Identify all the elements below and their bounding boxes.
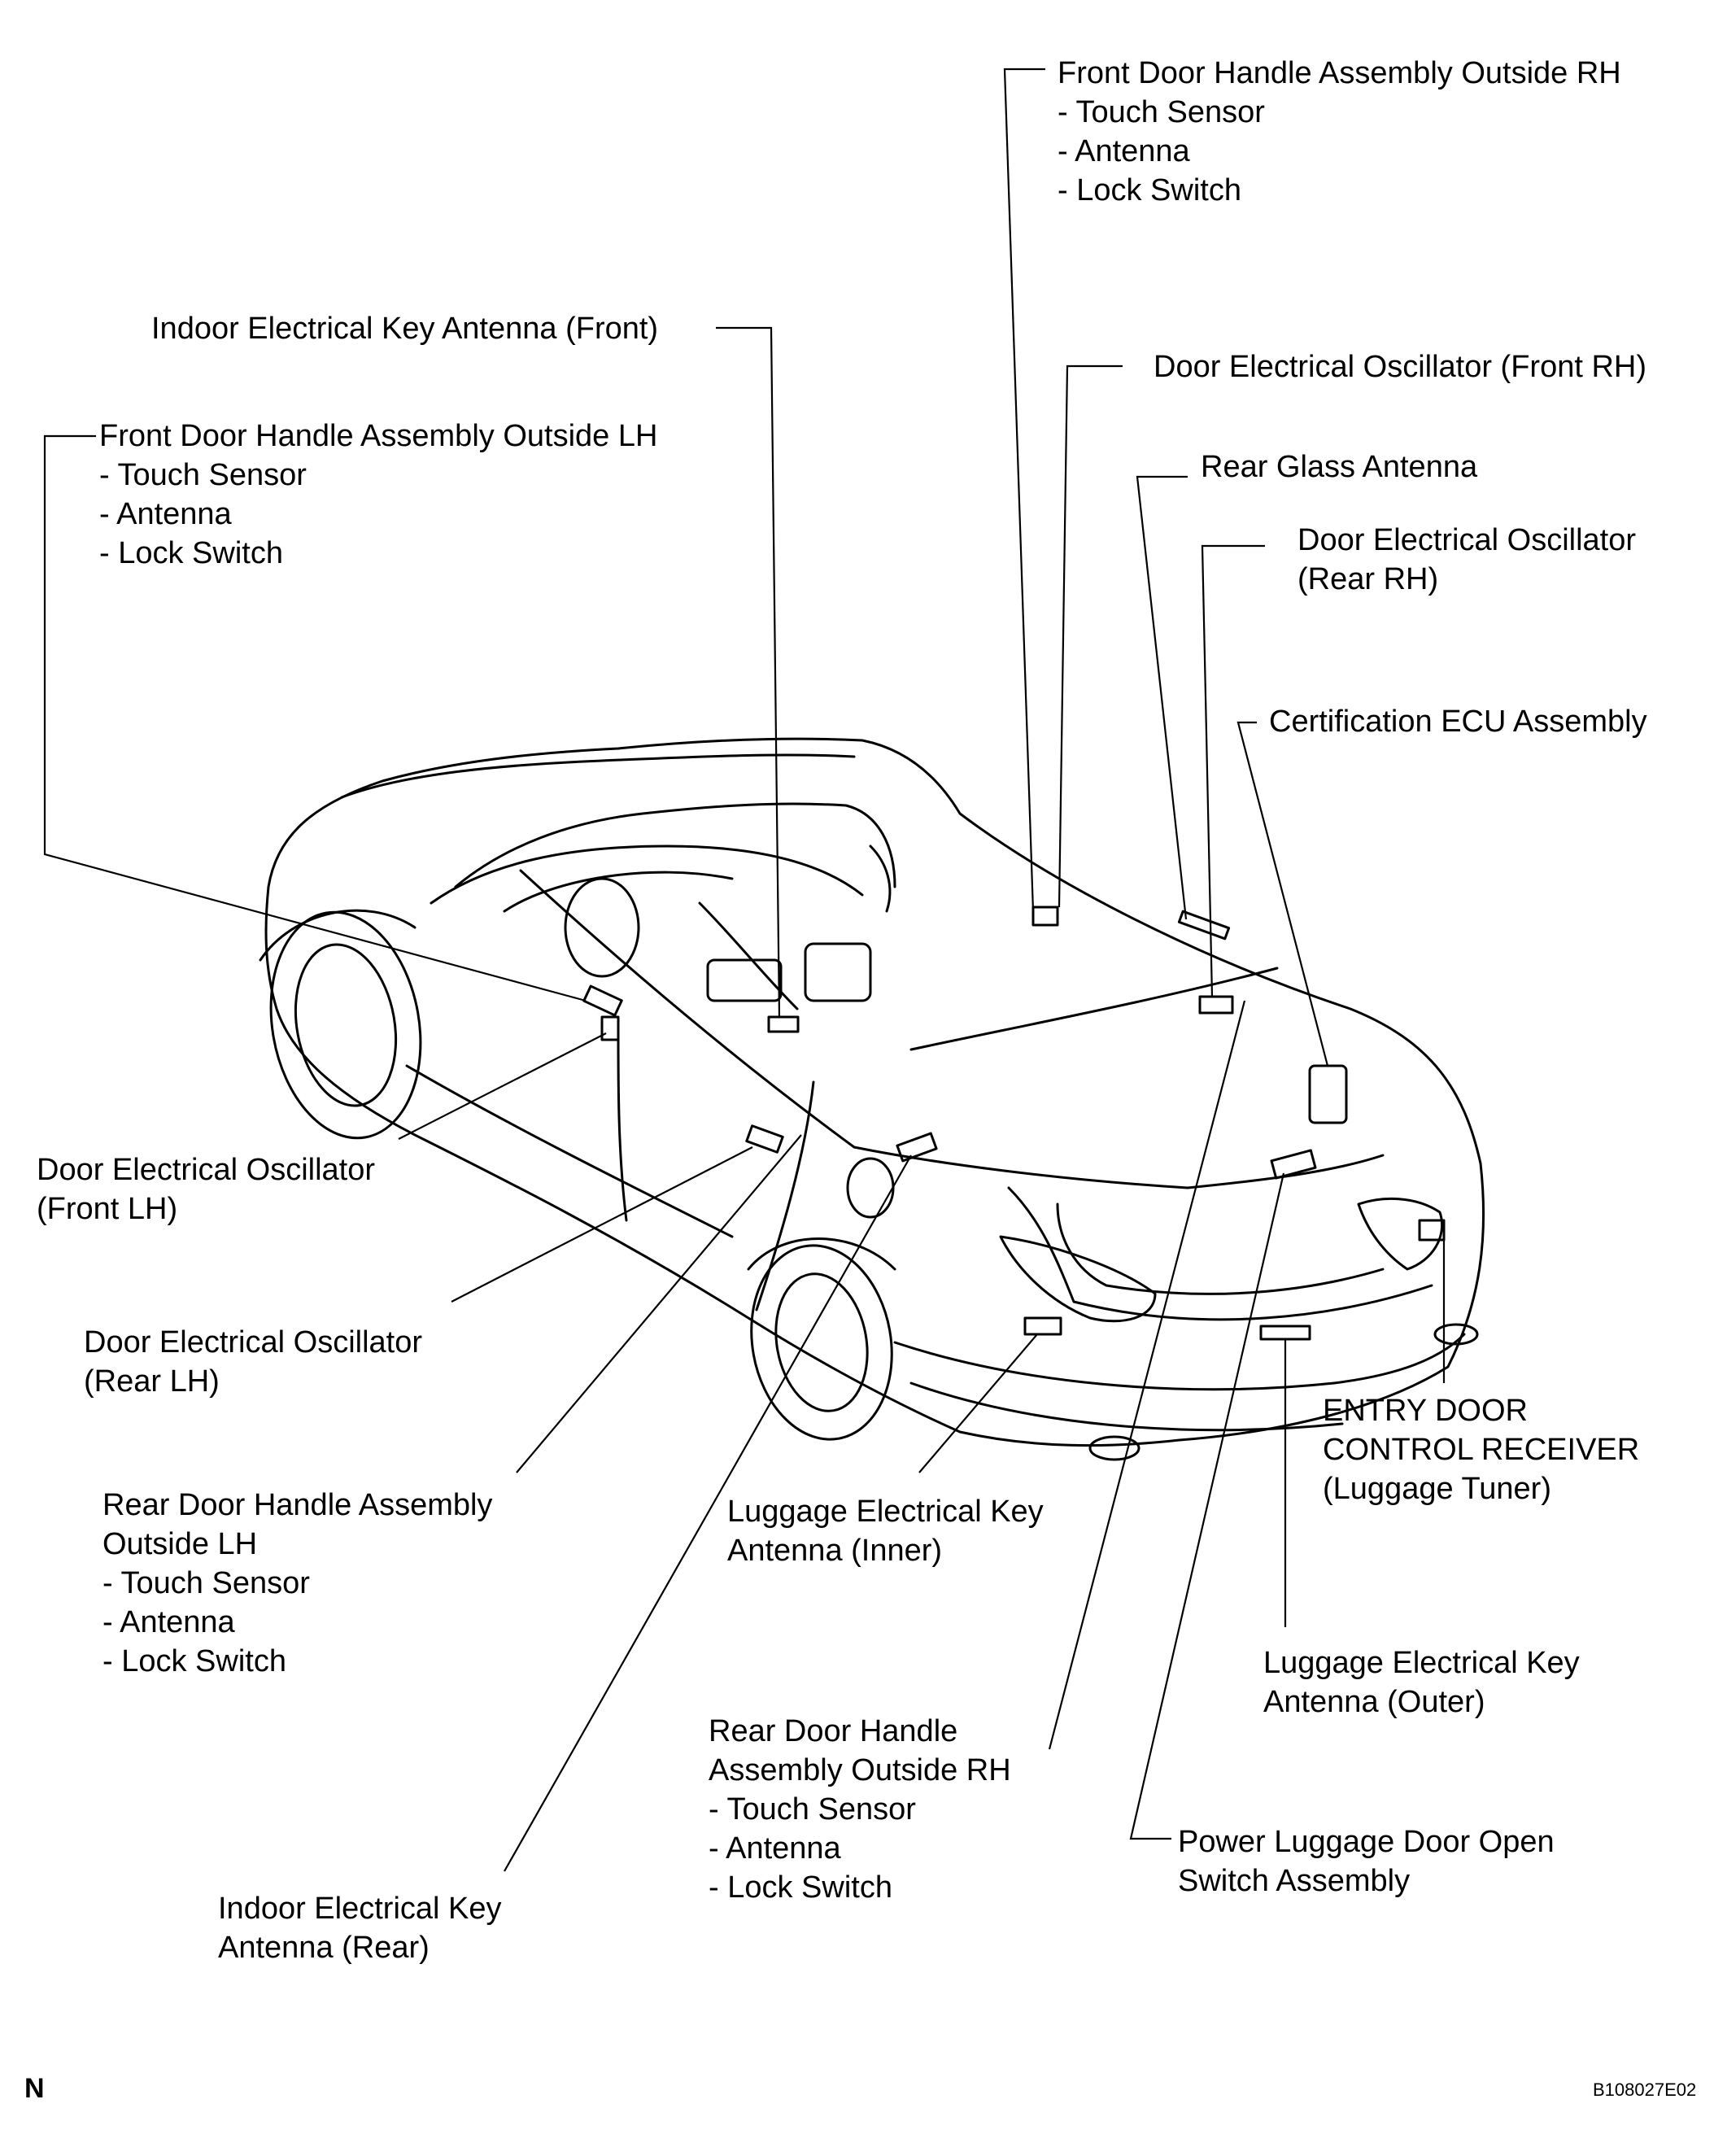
label-line: Antenna (Outer) xyxy=(1263,1685,1485,1719)
label-rear-glass: Rear Glass Antenna xyxy=(1201,447,1477,487)
label-line: Rear Glass Antenna xyxy=(1201,450,1478,484)
label-osc-front-lh: Door Electrical Oscillator (Front LH) xyxy=(37,1150,375,1229)
label-line: Indoor Electrical Key xyxy=(218,1892,502,1926)
label-luggage-outer: Luggage Electrical Key Antenna (Outer) xyxy=(1263,1643,1580,1722)
leader-power-luggage xyxy=(1129,1172,1285,1840)
figure-id: B108027E02 xyxy=(1593,2080,1697,2100)
label-line: (Rear RH) xyxy=(1297,562,1439,596)
label-line: - Antenna xyxy=(709,1831,841,1866)
door-line xyxy=(405,1064,734,1238)
roof-outline xyxy=(340,753,856,799)
label-line: Indoor Electrical Key Antenna (Front) xyxy=(151,312,659,346)
comp-indoor-front xyxy=(767,1015,800,1033)
comp-handle-lh xyxy=(582,984,623,1017)
comp-cert-ecu xyxy=(1308,1064,1348,1124)
leader-osc-front-rh xyxy=(1058,364,1123,908)
car-body-outline xyxy=(264,737,1485,1447)
leader-front-handle-lh xyxy=(43,434,587,1002)
steering-wheel xyxy=(564,877,640,978)
label-line: Rear Door Handle xyxy=(709,1714,958,1748)
label-rear-handle-rh: Rear Door Handle Assembly Outside RH - T… xyxy=(709,1712,1011,1907)
label-osc-front-rh: Door Electrical Oscillator (Front RH) xyxy=(1154,347,1646,386)
leader-luggage-inner xyxy=(918,1333,1038,1473)
label-line: Antenna (Inner) xyxy=(727,1534,943,1568)
label-line: - Touch Sensor xyxy=(1058,95,1265,129)
leader-cert-ecu xyxy=(1236,721,1329,1067)
leader-indoor-rear xyxy=(504,1154,912,1872)
leader-rear-handle-rh xyxy=(1048,1000,1246,1750)
label-line: Antenna (Rear) xyxy=(218,1931,430,1965)
label-line: - Antenna xyxy=(99,497,232,531)
label-line: Door Electrical Oscillator xyxy=(37,1153,375,1187)
label-line: Door Electrical Oscillator xyxy=(1297,523,1636,557)
label-line: Front Door Handle Assembly Outside RH xyxy=(1058,56,1621,90)
comp-front-rh xyxy=(1031,906,1059,927)
label-line: - Lock Switch xyxy=(99,536,283,570)
label-line: Power Luggage Door Open xyxy=(1178,1825,1555,1859)
label-power-luggage: Power Luggage Door Open Switch Assembly xyxy=(1178,1822,1555,1901)
leader-rear-glass xyxy=(1136,475,1188,920)
leader-front-handle-rh xyxy=(1003,68,1045,912)
leader-osc-front-lh xyxy=(398,1032,607,1140)
label-line: CONTROL RECEIVER xyxy=(1323,1433,1640,1467)
label-line: Switch Assembly xyxy=(1178,1864,1411,1898)
leader-rear-handle-lh xyxy=(516,1134,802,1473)
comp-osc-rear-lh xyxy=(745,1124,784,1154)
label-luggage-inner: Luggage Electrical Key Antenna (Inner) xyxy=(727,1492,1044,1570)
label-line: Outside LH xyxy=(102,1527,258,1561)
comp-osc-front-lh xyxy=(600,1015,620,1041)
label-entry-receiver: ENTRY DOOR CONTROL RECEIVER (Luggage Tun… xyxy=(1323,1391,1639,1508)
label-line: - Touch Sensor xyxy=(709,1792,916,1826)
label-line: - Lock Switch xyxy=(1058,173,1241,207)
rear-wheel xyxy=(750,1244,893,1441)
comp-luggage-inner xyxy=(1023,1316,1062,1336)
leader-indoor-front xyxy=(716,326,781,1018)
label-line: (Front LH) xyxy=(37,1192,178,1226)
label-line: (Luggage Tuner) xyxy=(1323,1472,1551,1506)
label-front-handle-lh: Front Door Handle Assembly Outside LH - … xyxy=(99,417,657,573)
label-indoor-key-rear: Indoor Electrical Key Antenna (Rear) xyxy=(218,1889,502,1967)
label-line: - Touch Sensor xyxy=(99,458,307,492)
comp-luggage-outer xyxy=(1259,1325,1311,1341)
north-marker: N xyxy=(24,2073,45,2104)
label-line: Certification ECU Assembly xyxy=(1269,705,1647,739)
label-line: Door Electrical Oscillator (Front RH) xyxy=(1154,350,1646,384)
label-line: - Antenna xyxy=(1058,134,1190,168)
label-line: - Touch Sensor xyxy=(102,1566,310,1600)
front-wheel xyxy=(269,910,422,1140)
leader-osc-rear-rh xyxy=(1201,544,1265,997)
label-front-handle-rh: Front Door Handle Assembly Outside RH - … xyxy=(1058,54,1621,210)
label-osc-rear-rh: Door Electrical Oscillator (Rear RH) xyxy=(1297,521,1636,599)
comp-power-luggage xyxy=(1270,1149,1317,1180)
label-rear-handle-lh: Rear Door Handle Assembly Outside LH - T… xyxy=(102,1486,492,1681)
label-osc-rear-lh: Door Electrical Oscillator (Rear LH) xyxy=(84,1323,422,1401)
label-indoor-key-front: Indoor Electrical Key Antenna (Front) xyxy=(151,309,658,348)
label-line: Front Door Handle Assembly Outside LH xyxy=(99,419,658,453)
label-line: Rear Door Handle Assembly xyxy=(102,1488,493,1522)
comp-rear-glass xyxy=(1177,910,1231,941)
label-line: - Lock Switch xyxy=(102,1644,286,1678)
label-line: (Rear LH) xyxy=(84,1364,220,1399)
label-line: Luggage Electrical Key xyxy=(727,1495,1044,1529)
label-line: - Lock Switch xyxy=(709,1870,892,1905)
label-line: Assembly Outside RH xyxy=(709,1753,1011,1787)
comp-entry-receiver xyxy=(1418,1219,1446,1242)
label-line: Door Electrical Oscillator xyxy=(84,1325,422,1360)
leader-osc-rear-lh xyxy=(451,1146,753,1303)
comp-indoor-rear xyxy=(896,1132,938,1163)
label-line: - Antenna xyxy=(102,1605,235,1639)
label-line: Luggage Electrical Key xyxy=(1263,1646,1580,1680)
label-cert-ecu: Certification ECU Assembly xyxy=(1269,702,1647,741)
label-line: ENTRY DOOR xyxy=(1323,1394,1528,1428)
comp-osc-rear-rh xyxy=(1198,995,1234,1015)
